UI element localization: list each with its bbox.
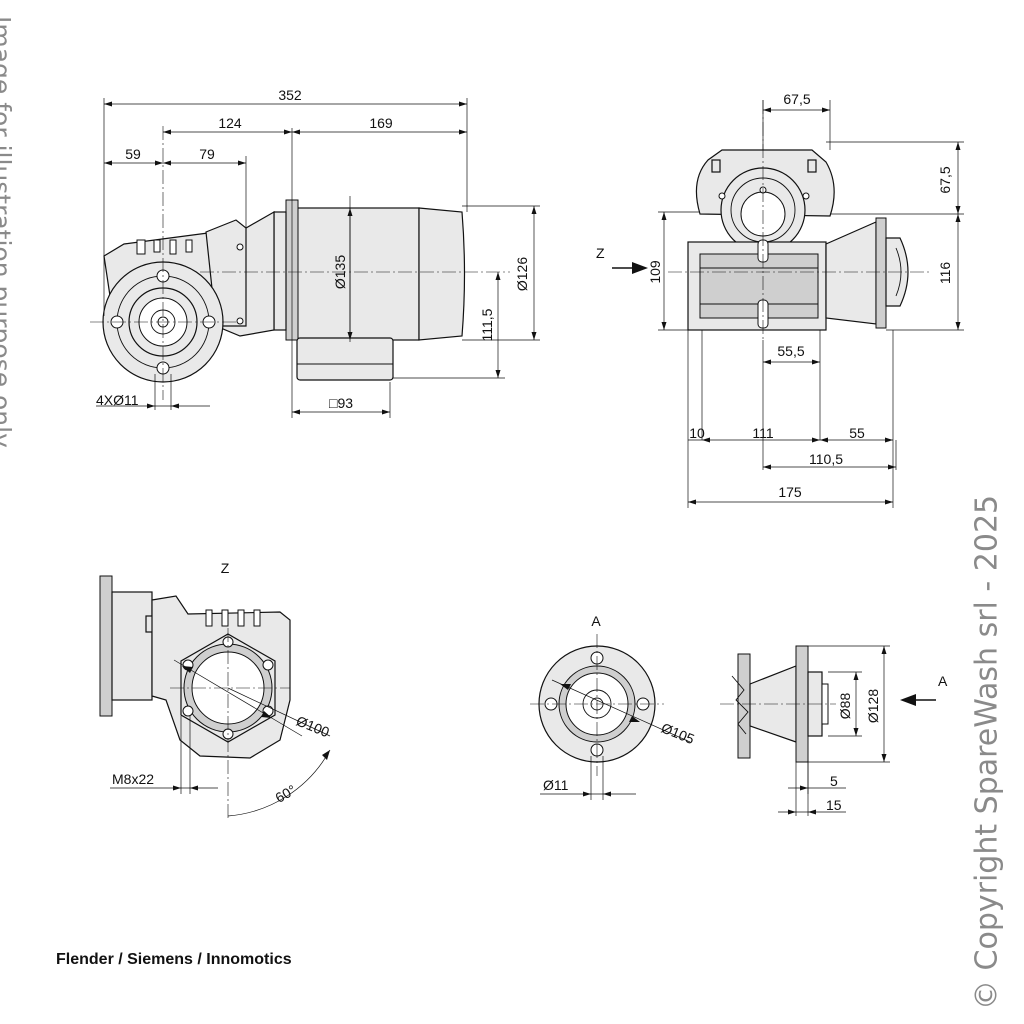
- adapter-cone: [825, 221, 877, 325]
- view-z-marker: Z: [596, 245, 605, 261]
- dim-motor-length: 169: [369, 115, 393, 131]
- dim-left-offset: 59: [125, 146, 141, 162]
- coupling-disc: [737, 653, 751, 759]
- view-a-marker: A: [938, 673, 948, 689]
- dim-end-cap-diameter: Ø126: [514, 257, 530, 291]
- dim-thread: M8x22: [112, 771, 154, 787]
- dim-center-to-flange: 124: [218, 115, 242, 131]
- dim-5: 5: [830, 773, 838, 789]
- dim-height-right: 116: [937, 262, 953, 285]
- motor-flange-top: [875, 217, 887, 329]
- dim-flange-diameter: Ø128: [865, 689, 881, 723]
- dim-110-5: 110,5: [809, 451, 843, 467]
- dim-overall-length: 352: [278, 87, 302, 103]
- dim-175: 175: [778, 484, 802, 500]
- motor-flange-z: [99, 575, 113, 717]
- dim-55: 55: [849, 425, 865, 441]
- dim-height-left: 109: [647, 260, 663, 284]
- view-z-title: Z: [221, 560, 230, 576]
- flange-side-view: A Ø128 Ø88 5 15: [720, 645, 948, 816]
- view-a-title: A: [591, 613, 601, 629]
- dim-15: 15: [826, 797, 842, 813]
- terminal-box: [296, 337, 394, 381]
- motor-end-cap: [418, 207, 466, 341]
- manufacturer-caption: Flender / Siemens / Innomotics: [56, 951, 292, 968]
- dim-axis-to-box: 111,5: [479, 308, 495, 341]
- side-view: 352 124 169 59 79 Ø135 Ø126 111,5 □93 4X…: [90, 87, 540, 418]
- motor-body: [296, 207, 420, 341]
- dim-spigot-diameter: Ø88: [837, 693, 853, 720]
- dim-hole-a: Ø11: [543, 777, 569, 793]
- dim-terminal-box: □93: [329, 395, 353, 411]
- dim-top-height: 67,5: [937, 166, 953, 193]
- view-z: Z Ø100 M8x22 60°: [99, 560, 332, 820]
- view-a: A Ø105 Ø11: [530, 613, 697, 800]
- dim-55-5: 55,5: [777, 343, 804, 359]
- dim-gear-offset: 79: [199, 146, 215, 162]
- dim-holes: 4XØ11: [96, 392, 139, 408]
- dim-10: 10: [689, 425, 705, 441]
- dim-motor-diameter: Ø135: [332, 255, 348, 289]
- dim-shaft-offset: 67,5: [783, 91, 810, 107]
- dim-111: 111: [752, 425, 773, 441]
- top-view: Z: [596, 91, 964, 508]
- dim-bolt-circle-a: Ø105: [659, 720, 697, 748]
- dim-bolt-circle-z: Ø100: [294, 713, 332, 741]
